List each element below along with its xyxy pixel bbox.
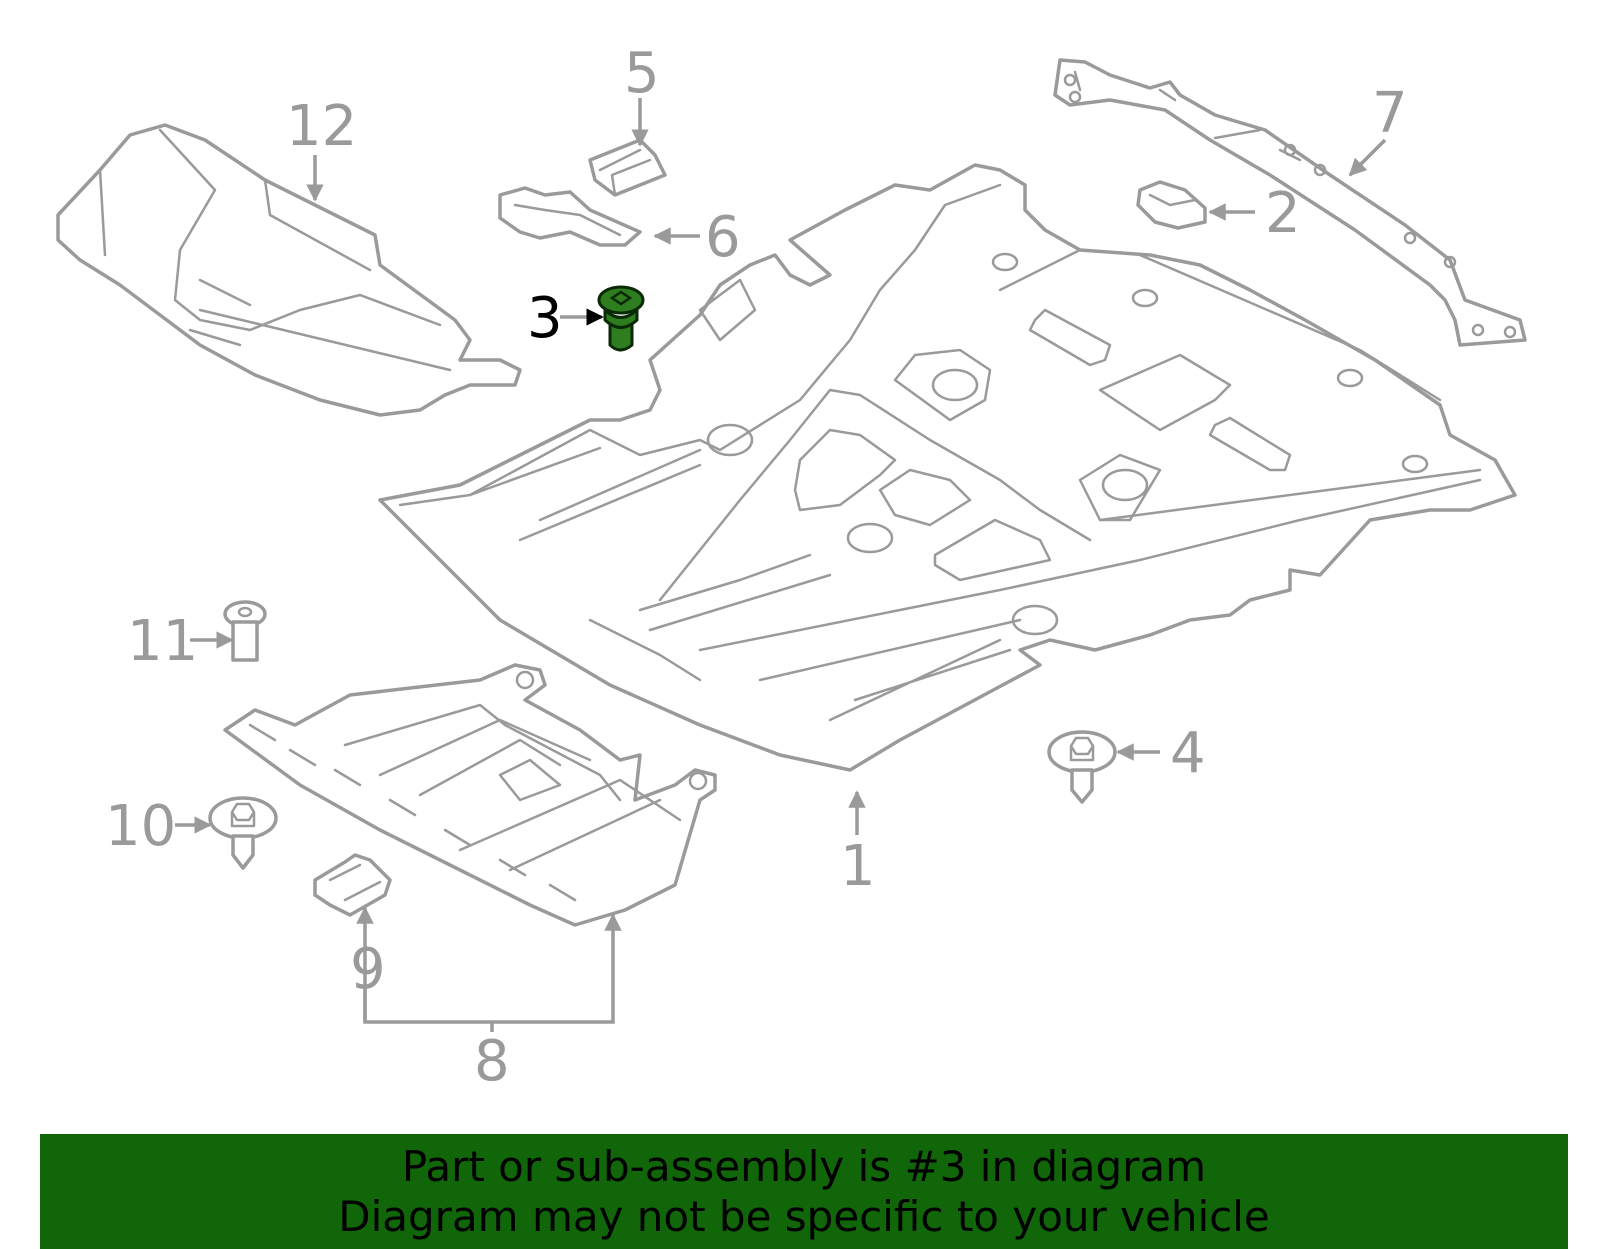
part-5-clip — [588, 138, 667, 197]
callout-10: 10 — [105, 794, 176, 859]
part-12-side-shield — [56, 123, 522, 417]
banner-line-1: Part or sub-assembly is #3 in diagram — [401, 1142, 1207, 1191]
callout-4: 4 — [1170, 721, 1206, 786]
part-7-cross-brace — [1053, 58, 1527, 347]
callout-3: 3 — [527, 286, 563, 351]
part-8-lower-undercover — [223, 663, 717, 927]
callout-1: 1 — [840, 834, 876, 899]
callout-12: 12 — [286, 94, 357, 159]
part-2-grommet — [1136, 180, 1207, 230]
part-6-bracket — [498, 186, 642, 247]
part-11-bolt — [223, 600, 267, 662]
callout-11: 11 — [127, 609, 198, 674]
part-3-clip-highlighted — [597, 285, 645, 352]
banner-line-2: Diagram may not be specific to your vehi… — [338, 1192, 1270, 1241]
callout-9: 9 — [350, 937, 386, 1002]
info-banner: Part or sub-assembly is #3 in diagram Di… — [40, 1134, 1568, 1249]
part-1-undercover — [378, 163, 1517, 772]
callout-7: 7 — [1372, 81, 1408, 146]
part-9-clip — [313, 853, 392, 917]
callout-6: 6 — [705, 205, 741, 270]
callout-8: 8 — [474, 1029, 510, 1094]
callout-5: 5 — [624, 41, 660, 106]
part-4-screw — [1047, 730, 1117, 804]
callout-2: 2 — [1265, 181, 1301, 246]
leader-lines — [175, 98, 1387, 1032]
part-10-screw — [208, 796, 278, 870]
